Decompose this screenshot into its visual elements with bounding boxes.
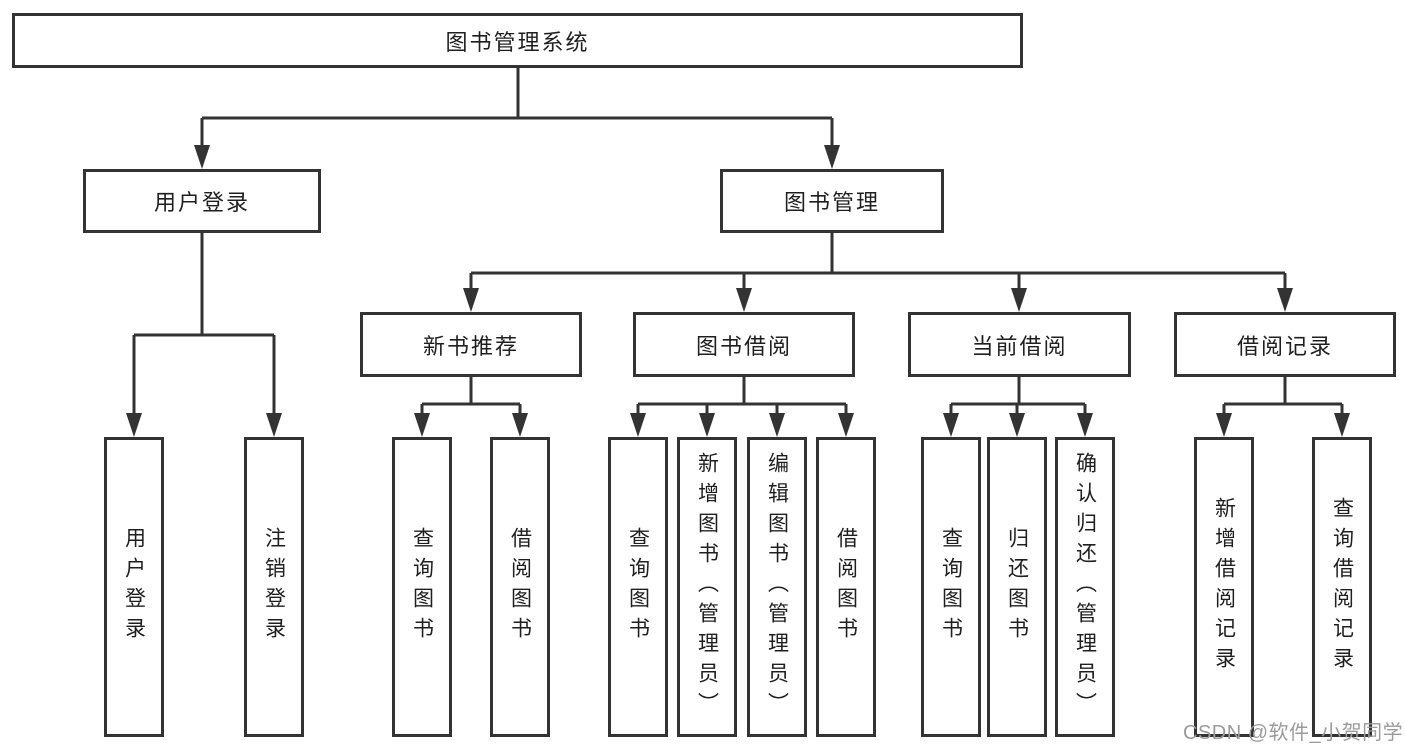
leaf-confirm-return-admin-label: 确认归还（管理员） (1073, 452, 1097, 722)
node-current-borrow: 当前借阅 (908, 312, 1131, 377)
leaf-recommend-query-book-label: 查询图书 (410, 527, 434, 647)
leaf-user-login: 用户登录 (104, 437, 164, 737)
leaf-user-login-label: 用户登录 (122, 527, 146, 647)
leaf-edit-book-admin: 编辑图书（管理员） (747, 437, 807, 737)
leaf-recommend-query-book: 查询图书 (392, 437, 452, 737)
leaf-confirm-return-admin: 确认归还（管理员） (1055, 437, 1115, 737)
leaf-add-book-admin-label: 新增图书（管理员） (695, 452, 719, 722)
node-book-management-label: 图书管理 (783, 190, 880, 215)
node-book-borrow-label: 图书借阅 (695, 333, 792, 359)
leaf-add-book-admin: 新增图书（管理员） (677, 437, 737, 737)
node-new-book-recommend: 新书推荐 (360, 312, 582, 377)
leaf-current-query-book: 查询图书 (921, 437, 981, 737)
node-new-book-recommend-label: 新书推荐 (422, 333, 519, 359)
leaf-add-borrow-record-label: 新增借阅记录 (1212, 497, 1236, 677)
csdn-watermark: CSDN @软件_小贺同学 (1183, 722, 1404, 744)
node-user-login-label: 用户登录 (153, 190, 250, 215)
node-current-borrow-label: 当前借阅 (971, 333, 1068, 359)
leaf-borrow-book: 借阅图书 (816, 437, 876, 737)
leaf-borrow-query-book: 查询图书 (608, 437, 668, 737)
leaf-recommend-borrow-book: 借阅图书 (490, 437, 550, 737)
leaf-query-borrow-record: 查询借阅记录 (1312, 437, 1372, 737)
leaf-borrow-book-label: 借阅图书 (834, 527, 858, 647)
leaf-recommend-borrow-book-label: 借阅图书 (508, 527, 532, 647)
leaf-query-borrow-record-label: 查询借阅记录 (1330, 497, 1354, 677)
node-user-login: 用户登录 (83, 169, 321, 233)
leaf-logout: 注销登录 (244, 437, 304, 737)
leaf-current-query-book-label: 查询图书 (939, 527, 963, 647)
node-book-borrow: 图书借阅 (633, 312, 855, 377)
leaf-edit-book-admin-label: 编辑图书（管理员） (765, 452, 789, 722)
node-book-management: 图书管理 (720, 169, 944, 233)
leaf-add-borrow-record: 新增借阅记录 (1194, 437, 1254, 737)
node-root-label: 图书管理系统 (445, 29, 590, 55)
node-borrow-records-label: 借阅记录 (1236, 333, 1333, 359)
node-root: 图书管理系统 (12, 13, 1023, 68)
leaf-logout-label: 注销登录 (262, 527, 286, 647)
node-borrow-records: 借阅记录 (1174, 312, 1396, 377)
leaf-return-book-label: 归还图书 (1005, 527, 1029, 647)
leaf-borrow-query-book-label: 查询图书 (626, 527, 650, 647)
leaf-return-book: 归还图书 (987, 437, 1047, 737)
